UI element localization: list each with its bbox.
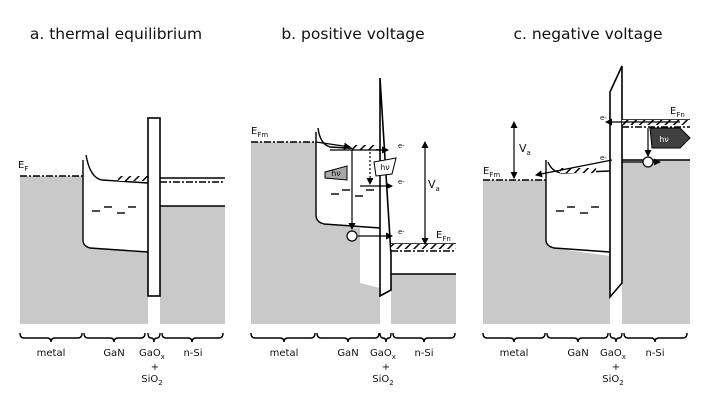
svg-text:n-Si: n-Si — [414, 348, 433, 359]
svg-text:hν: hν — [380, 163, 390, 172]
panel-b-hole — [346, 230, 358, 242]
panel-a-label-nsi: n-Si — [183, 348, 202, 359]
panel-b-electron-label-3: e- — [398, 228, 405, 236]
panel-a-label-gaox: GaOx — [139, 348, 165, 361]
panel-c-electron-label-2: e- — [600, 154, 607, 162]
svg-text:n-Si: n-Si — [645, 348, 664, 359]
panel-c-si-region — [622, 160, 690, 324]
panel-a-brace-oxide — [147, 332, 161, 343]
panel-b: b. positive voltage hν — [250, 25, 456, 387]
panel-b-efn-label: EFn — [436, 230, 451, 243]
panel-c-electron-label-1: e- — [600, 114, 607, 122]
panel-c-interface-states — [560, 168, 596, 173]
svg-text:metal: metal — [270, 348, 299, 359]
panel-a: a. thermal equilibrium EF metal G — [18, 25, 225, 387]
svg-text:GaOx: GaOx — [600, 348, 626, 361]
panel-c-efn-label: EFn — [670, 106, 685, 119]
panel-a-interface-states — [118, 176, 148, 181]
svg-text:hν: hν — [659, 135, 669, 144]
panel-b-oxide-barrier — [379, 77, 392, 298]
panel-c-metal-region — [483, 180, 546, 324]
panel-b-title: b. positive voltage — [281, 25, 424, 43]
panel-a-label-sio2: SiO2 — [141, 374, 162, 387]
panel-c-title: c. negative voltage — [513, 25, 662, 43]
panel-b-electron-label-2: e- — [398, 178, 405, 186]
panel-a-gan-valence-band — [82, 160, 149, 253]
panel-a-label-plus: + — [151, 362, 159, 373]
panel-b-electron-label-1: e- — [398, 142, 405, 150]
svg-text:+: + — [612, 362, 620, 373]
panel-b-efm-label: EFm — [251, 126, 268, 139]
panel-a-gan-conduction-band — [85, 154, 149, 184]
panel-b-photon-gray — [324, 165, 348, 181]
panel-c-gan-valence-band — [545, 160, 611, 253]
svg-text:GaN: GaN — [567, 348, 588, 359]
panel-c-va-label: Va — [519, 142, 531, 157]
svg-text:SiO2: SiO2 — [372, 374, 393, 387]
panel-c: c. negative voltage hν EFm EFn V — [482, 25, 691, 387]
panel-b-interface-states — [352, 145, 376, 150]
panel-b-va-label: Va — [428, 178, 440, 193]
panel-a-oxide-barrier — [147, 117, 161, 297]
svg-text:SiO2: SiO2 — [602, 374, 623, 387]
svg-text:metal: metal — [500, 348, 529, 359]
panel-c-trap-levels — [556, 206, 599, 214]
panel-c-efm-label: EFm — [483, 166, 500, 179]
panel-a-brace-gan — [83, 332, 146, 343]
svg-text:GaN: GaN — [337, 348, 358, 359]
panel-b-gan-valence-band — [315, 132, 381, 229]
panel-a-label-metal: metal — [37, 348, 66, 359]
panel-a-label-gan: GaN — [103, 348, 124, 359]
svg-text:+: + — [382, 362, 390, 373]
panel-c-oxide-barrier — [609, 65, 623, 300]
panel-a-ef-label: EF — [18, 160, 28, 173]
panel-a-title: a. thermal equilibrium — [30, 25, 202, 43]
panel-a-trap-levels — [92, 206, 136, 214]
panel-a-brace-metal — [19, 332, 83, 343]
panel-b-trap-levels — [331, 189, 374, 197]
panel-b-si-region — [391, 274, 456, 324]
svg-text:GaOx: GaOx — [370, 348, 396, 361]
panel-b-gan-conduction-band — [317, 127, 381, 151]
svg-text:hν: hν — [331, 169, 341, 178]
panel-b-metal-region — [251, 142, 316, 324]
panel-c-gan-region — [546, 180, 610, 324]
panel-a-metal-region — [20, 176, 83, 324]
panel-a-brace-si — [161, 332, 224, 343]
panel-c-photon-dark — [649, 127, 691, 149]
panel-b-photon-white — [373, 157, 397, 177]
panel-a-si-region — [160, 206, 225, 324]
panel-c-hole — [642, 156, 654, 168]
